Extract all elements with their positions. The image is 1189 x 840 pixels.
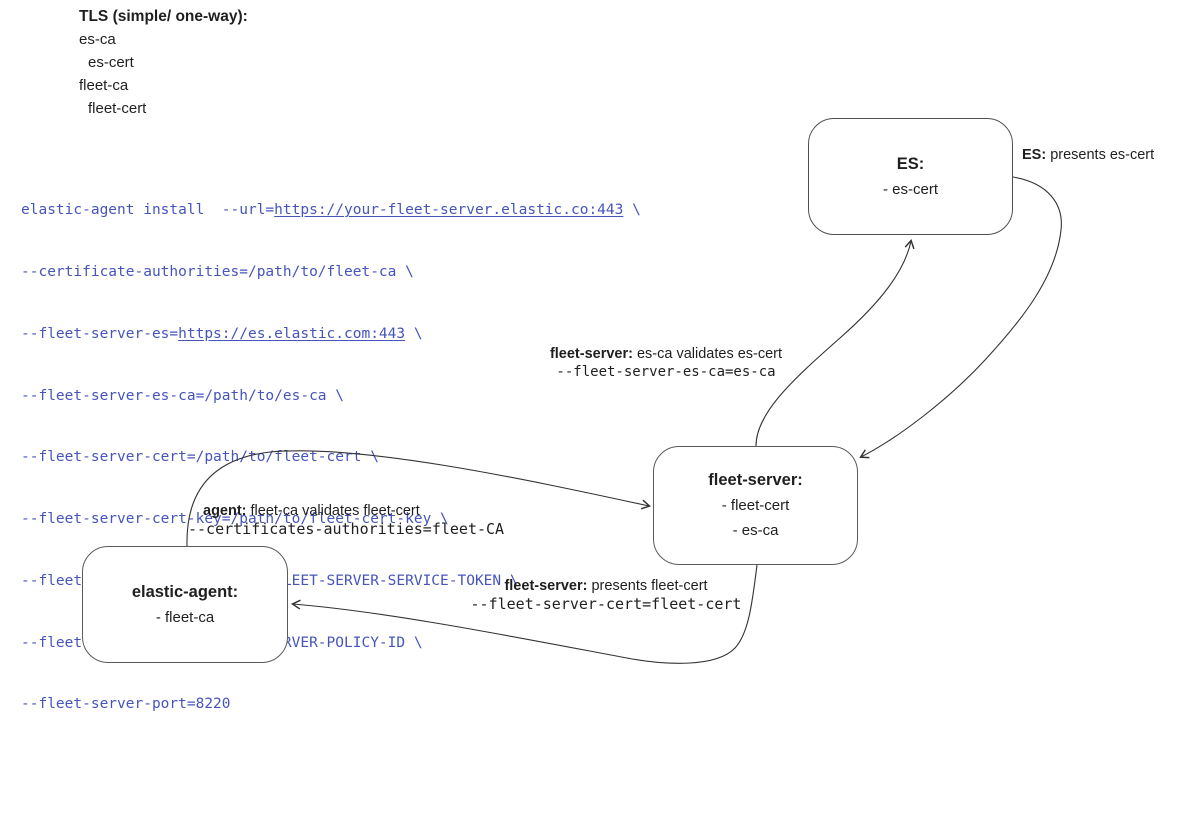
annotation-code: --fleet-server-es-ca=es-ca — [556, 364, 776, 380]
es-url-link[interactable]: https://es.elastic.com:443 — [178, 325, 406, 342]
command-text: elastic-agent install --url= — [21, 202, 275, 219]
command-text: --fleet-server-es= — [21, 325, 179, 342]
legend-item-fleet-ca: fleet-ca — [79, 77, 129, 94]
command-text: \ — [405, 325, 423, 342]
node-fleet-server-item: - fleet-cert — [721, 497, 790, 514]
node-fleet-server-item: - es-ca — [732, 522, 779, 539]
legend-item-fleet-cert: fleet-cert — [88, 100, 147, 117]
arrow-agent-to-fleet-server — [186, 450, 651, 547]
command-line: --fleet-server-cert=/path/to/fleet-cert … — [21, 447, 641, 468]
command-line: --fleet-server-es=https://es.elastic.com… — [21, 324, 641, 345]
node-fleet-server: fleet-server: - fleet-cert - es-ca — [653, 446, 858, 565]
node-es: ES: - es-cert — [808, 118, 1013, 235]
annotation-text: presents fleet-cert — [587, 578, 708, 594]
fleet-server-url-link[interactable]: https://your-fleet-server.elastic.co:443 — [274, 202, 624, 219]
annotation-bold: fleet-server: — [549, 346, 633, 362]
annotation-code: --fleet-server-cert=fleet-cert — [470, 595, 742, 613]
annotation-code: --certificates-authorities=fleet-CA — [188, 520, 505, 538]
command-line: elastic-agent install --url=https://your… — [21, 200, 641, 221]
annotation-fleet-server-validates: fleet-server: es-ca validates es-cert --… — [535, 345, 797, 381]
command-text: --certificate-authorities=/path/to/fleet… — [21, 263, 414, 280]
annotation-bold: fleet-server: — [504, 578, 588, 594]
legend-item-es-ca: es-ca — [79, 31, 116, 48]
arrow-es-to-fleet-server — [859, 176, 1062, 459]
annotation-line: agent: fleet-ca validates fleet-cert — [203, 502, 528, 520]
annotation-bold: ES: — [1022, 147, 1047, 163]
annotation-text: presents es-cert — [1046, 147, 1155, 163]
command-text: --fleet-server-cert=/path/to/fleet-cert … — [21, 449, 379, 466]
node-elastic-agent: elastic-agent: - fleet-ca — [82, 546, 288, 663]
command-text: --fleet-server-es-ca=/path/to/es-ca \ — [21, 387, 345, 404]
annotation-es-presents: ES: presents es-cert — [1022, 146, 1154, 164]
node-fleet-server-title: fleet-server: — [708, 471, 803, 489]
arrow-fleet-server-to-agent — [291, 564, 758, 664]
tls-legend: TLS (simple/ one-way): es-ca es-cert fle… — [79, 5, 248, 120]
annotation-text: es-ca validates es-cert — [632, 346, 783, 362]
tls-legend-title: TLS (simple/ one-way): — [79, 8, 248, 25]
command-text: \ — [623, 202, 641, 219]
annotation-fleet-server-presents: fleet-server: presents fleet-cert --flee… — [467, 577, 745, 613]
node-elastic-agent-title: elastic-agent: — [131, 582, 239, 601]
command-line: --fleet-server-es-ca=/path/to/es-ca \ — [21, 386, 641, 407]
arrow-fleet-server-to-es — [755, 239, 915, 447]
command-text: --fleet-server-cert-key=/path/to/fleet-c… — [21, 511, 449, 528]
legend-item-es-cert: es-cert — [88, 54, 134, 71]
command-text: --fleet-server-port=8220 — [21, 696, 231, 713]
annotation-line: fleet-server: presents fleet-cert — [467, 577, 745, 595]
command-line: --certificate-authorities=/path/to/fleet… — [21, 262, 641, 283]
command-line: --fleet-server-port=8220 — [21, 694, 641, 715]
command-line: --fleet-server-cert-key=/path/to/fleet-c… — [21, 509, 641, 530]
node-es-item: - es-cert — [882, 180, 938, 198]
annotation-bold: agent: — [203, 503, 247, 519]
annotation-agent-validates: agent: fleet-ca validates fleet-cert --c… — [188, 502, 528, 538]
annotation-text: fleet-ca validates fleet-cert — [246, 503, 420, 519]
node-es-title: ES: — [896, 154, 925, 173]
annotation-line: fleet-server: es-ca validates es-cert — [535, 345, 797, 363]
node-elastic-agent-item: - fleet-ca — [155, 608, 215, 626]
